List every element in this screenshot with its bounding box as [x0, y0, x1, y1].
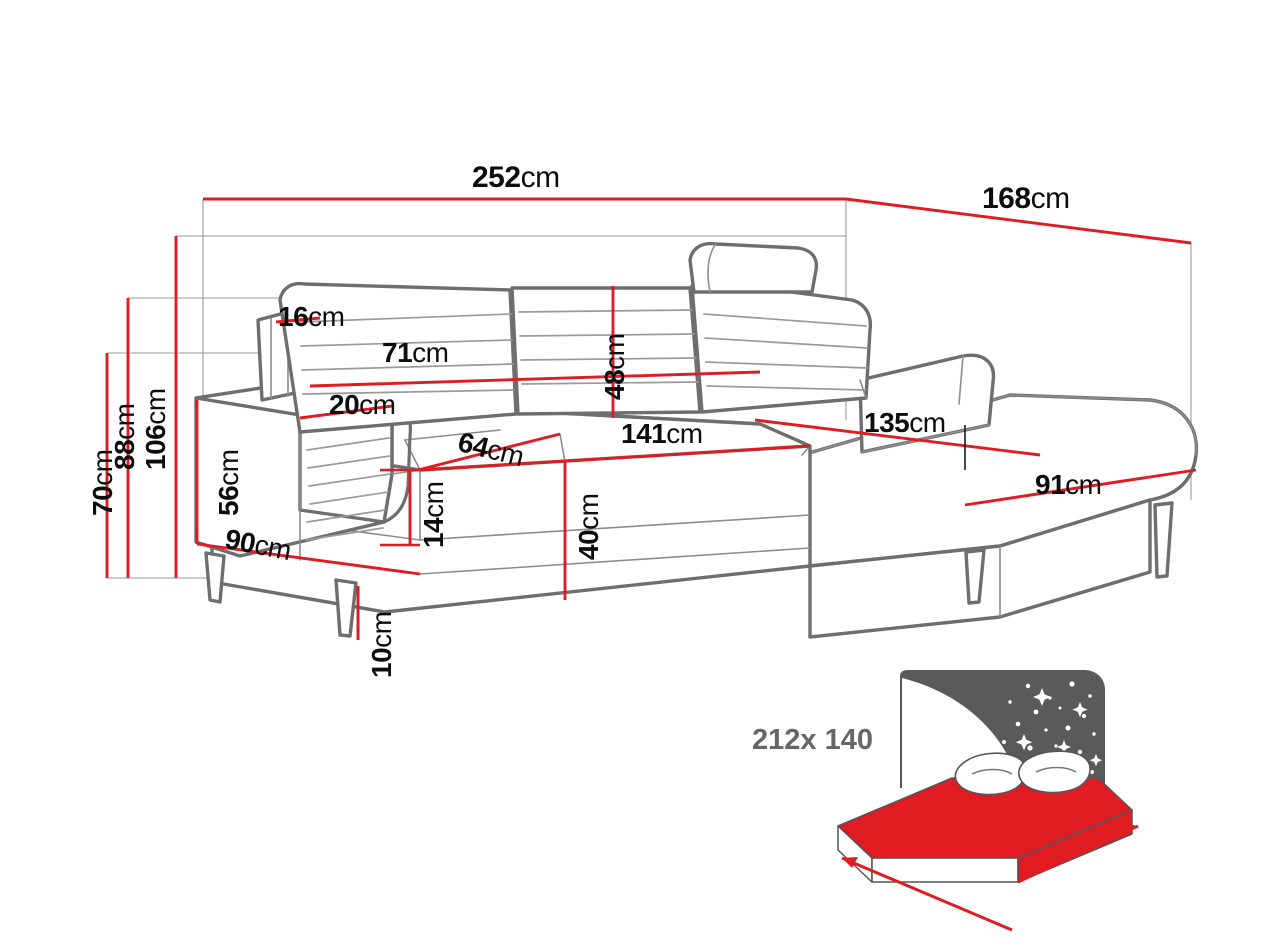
dimension-label-14: 14cm: [418, 481, 449, 548]
bed-with-night-sky-icon: [837, 670, 1139, 932]
dimension-label-168: 168cm: [982, 182, 1070, 215]
dimension-label-106: 106cm: [140, 388, 171, 470]
dimension-label-252: 252cm: [472, 161, 560, 194]
dimension-label-56: 56cm: [213, 449, 244, 516]
sofa-leg: [334, 578, 358, 638]
dimension-label-141: 141cm: [621, 418, 703, 449]
pillow: [1017, 750, 1091, 794]
dimension-label-20: 20cm: [329, 389, 396, 420]
headrest-bolster: [688, 241, 819, 294]
dimension-label-10: 10cm: [366, 611, 397, 678]
sofa-leg: [964, 548, 986, 605]
dimension-label-70: 70cm: [87, 449, 118, 516]
pillow: [954, 752, 1027, 796]
dimension-label-135: 135cm: [864, 407, 946, 438]
dimension-label-71: 71cm: [382, 337, 449, 368]
sofa-leg: [204, 551, 226, 604]
dimension-label-16: 16cm: [278, 301, 345, 332]
dimension-lines: [105, 197, 1197, 640]
dimension-label-48: 48cm: [599, 333, 630, 400]
dimension-label-91: 91cm: [1035, 469, 1102, 500]
sofa-leg: [1153, 501, 1174, 579]
sofa-illustration: [194, 241, 1199, 639]
dimension-label-40: 40cm: [573, 493, 604, 560]
sleeping-area-label: 212x 140: [752, 724, 873, 756]
